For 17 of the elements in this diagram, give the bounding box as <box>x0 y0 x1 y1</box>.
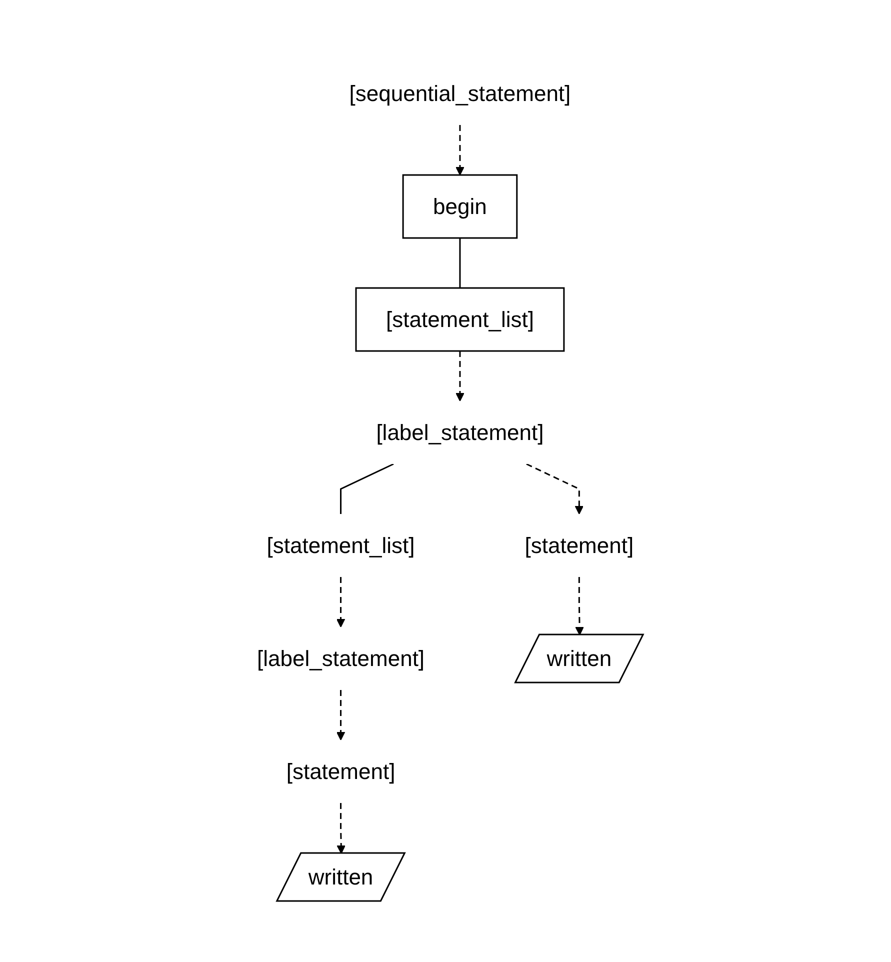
arrow <box>456 350 465 401</box>
node-text: [label_statement] <box>257 646 425 670</box>
node-box: [statement_list] <box>355 286 565 352</box>
node-text: [statement_list] <box>267 532 415 558</box>
node-text: [statement] <box>286 758 396 784</box>
connector <box>340 462 394 514</box>
node-text: [sequential_statement] <box>349 80 571 106</box>
arrow <box>336 576 346 627</box>
arrow <box>336 690 346 740</box>
arrow <box>575 576 584 635</box>
node-text: [statement] <box>524 532 634 558</box>
node-text: [label_statement] <box>376 420 544 444</box>
node-box: begin <box>402 174 518 238</box>
arrow <box>526 462 584 514</box>
arrow <box>456 124 465 175</box>
arrow <box>336 802 346 854</box>
connector <box>459 238 461 288</box>
